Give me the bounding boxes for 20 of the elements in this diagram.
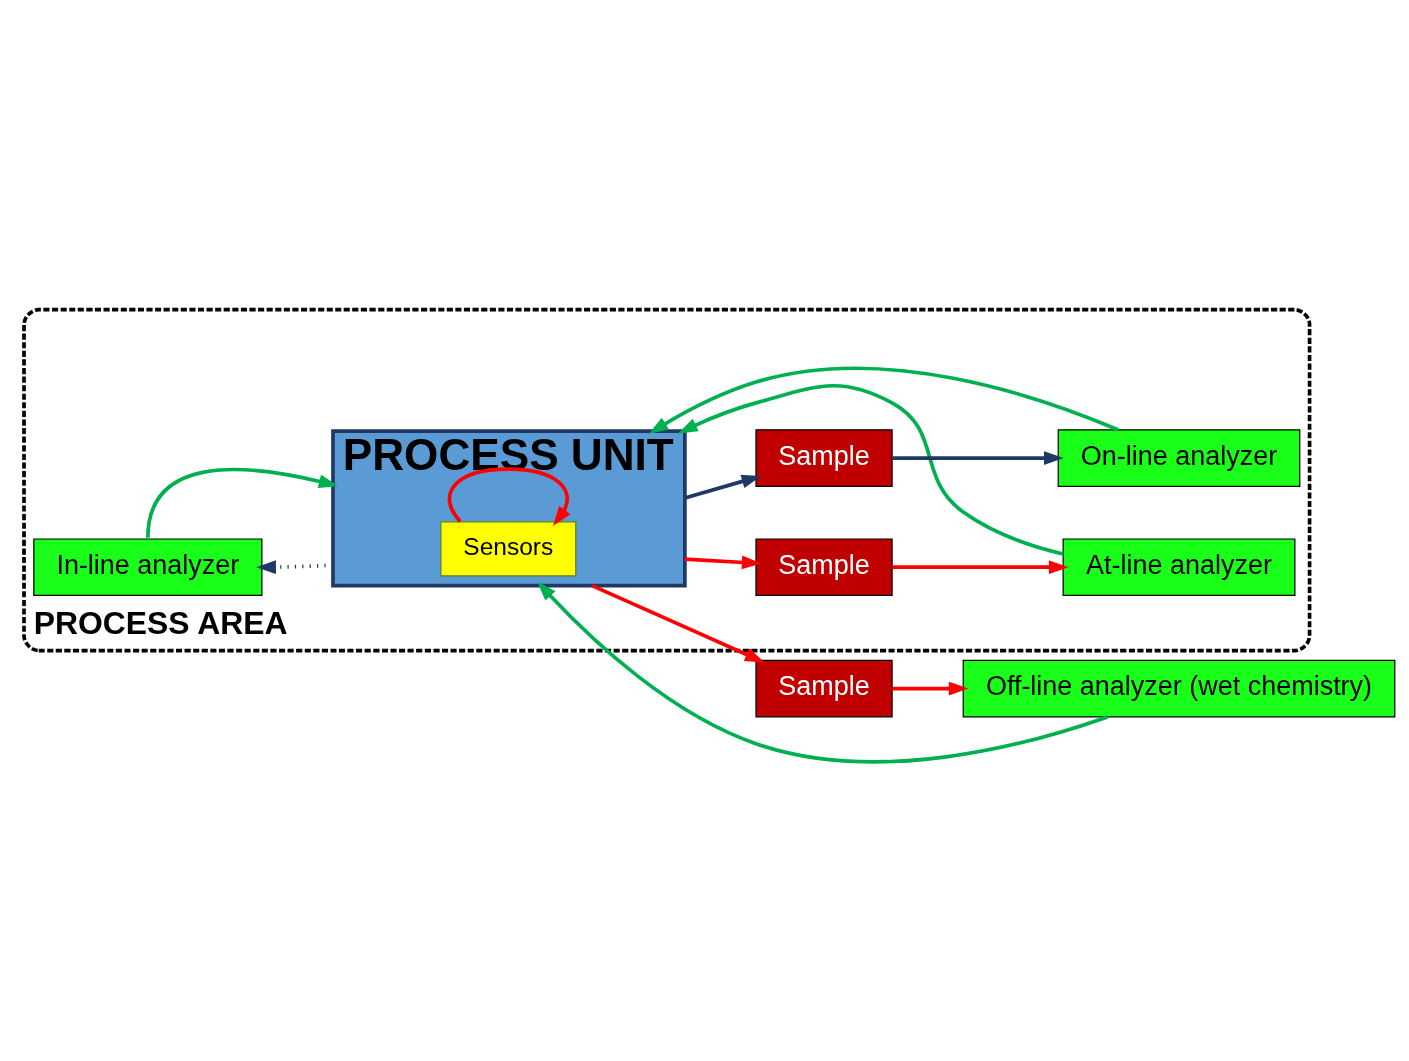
arrow bbox=[447, 466, 571, 526]
arrow bbox=[684, 474, 762, 500]
arrow bbox=[892, 559, 1069, 574]
node-box: In-line analyzer bbox=[33, 537, 263, 596]
arrow bbox=[537, 581, 1109, 764]
arrow bbox=[684, 555, 762, 569]
arrow bbox=[591, 583, 765, 663]
node-box: On-line analyzer bbox=[1057, 428, 1301, 487]
node-box: At-line analyzer bbox=[1062, 537, 1296, 596]
node-box: Sample bbox=[755, 659, 893, 717]
node-box: Off-line analyzer (wet chemistry) bbox=[962, 659, 1396, 717]
node-box: Sensors bbox=[440, 520, 577, 576]
node-box: Sample bbox=[755, 537, 893, 596]
arrow bbox=[892, 450, 1064, 465]
arrow bbox=[256, 559, 334, 574]
arrow bbox=[892, 681, 969, 695]
node-box: Sample bbox=[755, 428, 893, 487]
arrow bbox=[677, 383, 1064, 556]
arrow bbox=[146, 467, 339, 538]
arrow bbox=[648, 366, 1119, 434]
